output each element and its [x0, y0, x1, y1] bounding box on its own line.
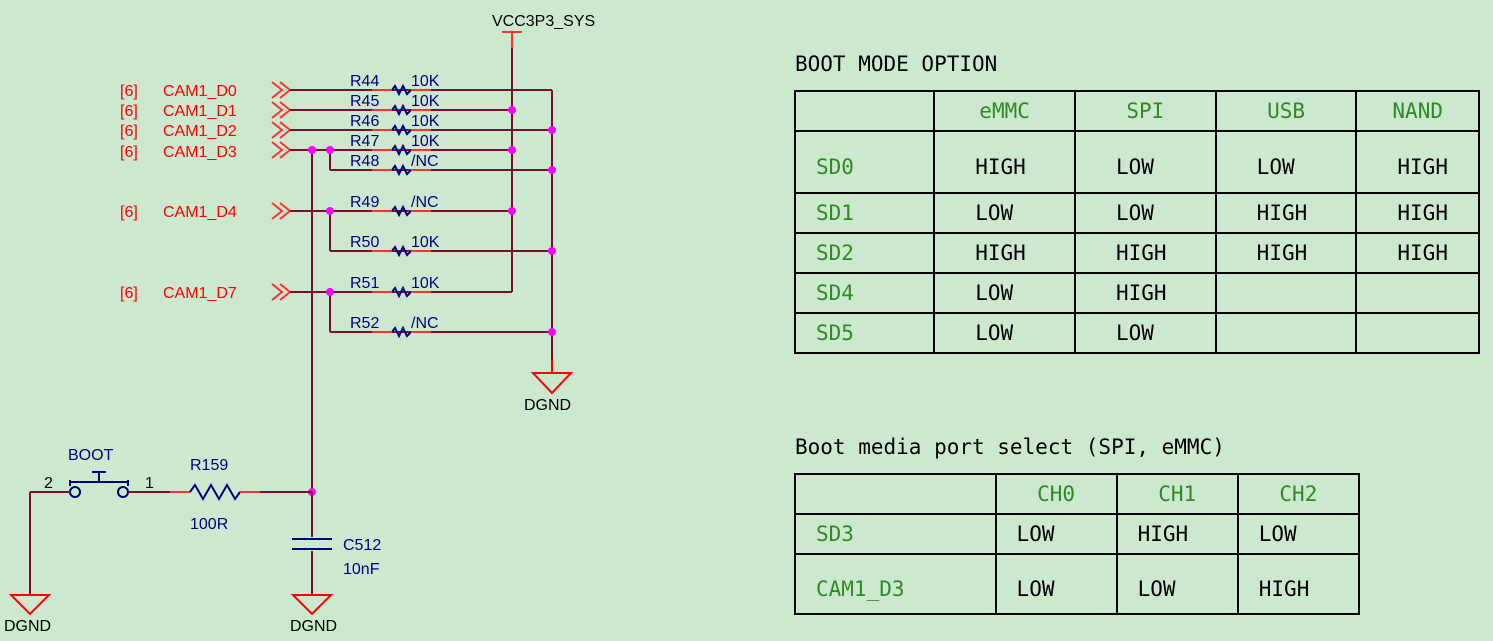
resistor-r49: R49 /NC [350, 194, 439, 211]
net-cam1-d2: [6] CAM1_D2 [120, 123, 237, 140]
ground-symbol-left [8, 594, 52, 616]
table-row: SD0 HIGH LOW LOW HIGH [793, 130, 1480, 194]
header-emmc: eMMC [933, 90, 1076, 132]
header-usb: USB [1214, 90, 1358, 132]
capacitor-c512: C512 10nF [343, 537, 381, 578]
net-cam1-d7: [6] CAM1_D7 [120, 285, 237, 302]
svg-text:[6]: [6] [120, 103, 138, 120]
svg-text:/NC: /NC [411, 315, 439, 332]
svg-text:R44: R44 [350, 73, 379, 90]
svg-text:10K: 10K [411, 234, 440, 251]
svg-text:C512: C512 [343, 537, 381, 554]
svg-text:CAM1_D1: CAM1_D1 [163, 103, 237, 120]
svg-text:CAM1_D7: CAM1_D7 [163, 285, 237, 302]
svg-text:2: 2 [44, 475, 53, 492]
gnd-label-right: DGND [524, 397, 571, 414]
table-header-row: eMMC SPI USB NAND [793, 90, 1480, 132]
header-nand: NAND [1355, 90, 1480, 132]
vcc-label: VCC3P3_SYS [492, 13, 595, 30]
resistor-r45: R45 10K [350, 93, 440, 110]
svg-text:R159: R159 [190, 457, 228, 474]
header-cell [794, 473, 997, 515]
svg-text:1: 1 [145, 475, 154, 492]
svg-text:/NC: /NC [411, 153, 439, 170]
svg-text:10K: 10K [411, 73, 440, 90]
svg-text:10K: 10K [411, 93, 440, 110]
port-select-table: CH0 CH1 CH2 SD3 LOW HIGH LOW CAM1_D3 LOW… [794, 473, 1361, 615]
svg-text:10K: 10K [411, 133, 440, 150]
svg-text:[6]: [6] [120, 83, 138, 100]
header-ch2: CH2 [1236, 473, 1361, 515]
table-row: SD1 LOW LOW HIGH HIGH [793, 192, 1480, 234]
svg-text:R45: R45 [350, 93, 379, 110]
svg-text:R48: R48 [350, 153, 379, 170]
svg-text:[6]: [6] [120, 123, 138, 140]
table-row: SD3 LOW HIGH LOW [794, 513, 1361, 555]
svg-text:[6]: [6] [120, 285, 138, 302]
svg-text:/NC: /NC [411, 194, 439, 211]
svg-text:CAM1_D2: CAM1_D2 [163, 123, 237, 140]
header-ch0: CH0 [994, 473, 1118, 515]
svg-text:R49: R49 [350, 194, 379, 211]
svg-text:CAM1_D0: CAM1_D0 [163, 83, 237, 100]
svg-text:R52: R52 [350, 315, 379, 332]
boot-mode-title: BOOT MODE OPTION [795, 52, 998, 76]
net-cam1-d0: [6] CAM1_D0 [120, 83, 237, 100]
header-spi: SPI [1073, 90, 1217, 132]
svg-text:100R: 100R [190, 516, 228, 533]
gnd-label-left: DGND [4, 618, 51, 635]
resistor-r47: R47 10K [350, 133, 440, 150]
header-ch1: CH1 [1115, 473, 1239, 515]
svg-text:CAM1_D4: CAM1_D4 [163, 204, 237, 221]
resistor-r51: R51 10K [350, 275, 440, 292]
svg-text:R46: R46 [350, 113, 379, 130]
gnd-label-middle: DGND [290, 618, 337, 635]
resistor-r44: R44 10K [350, 73, 440, 90]
resistor-r50: R50 10K [350, 234, 440, 251]
svg-text:10nF: 10nF [343, 561, 380, 578]
ground-symbol-right [530, 360, 574, 395]
svg-text:10K: 10K [411, 275, 440, 292]
table-header-row: CH0 CH1 CH2 [794, 473, 1361, 515]
boot-switch: BOOT 2 1 [44, 447, 154, 498]
svg-text:[6]: [6] [120, 144, 138, 161]
header-cell [793, 90, 936, 132]
net-cam1-d1: [6] CAM1_D1 [120, 103, 237, 120]
table-row: CAM1_D3 LOW LOW HIGH [794, 553, 1361, 615]
svg-text:R50: R50 [350, 234, 379, 251]
svg-text:R47: R47 [350, 133, 379, 150]
boot-mode-table: eMMC SPI USB NAND SD0 HIGH LOW LOW HIGH … [793, 90, 1480, 354]
table-row: SD5 LOW LOW [793, 312, 1480, 354]
net-cam1-d3: [6] CAM1_D3 [120, 144, 237, 161]
svg-text:CAM1_D3: CAM1_D3 [163, 144, 237, 161]
net-cam1-d4: [6] CAM1_D4 [120, 204, 237, 221]
svg-text:BOOT: BOOT [68, 447, 114, 464]
ground-symbol-middle [290, 594, 334, 616]
svg-text:10K: 10K [411, 113, 440, 130]
port-select-title: Boot media port select (SPI, eMMC) [795, 435, 1225, 459]
svg-text:R51: R51 [350, 275, 379, 292]
resistor-zigzags [391, 83, 412, 339]
table-row: SD2 HIGH HIGH HIGH HIGH [793, 232, 1480, 274]
resistor-r159: R159 100R [190, 457, 228, 533]
schematic-diagram: VCC3P3_SYS DGND [6] CAM1_D0 [6] CAM1_D1 … [4, 13, 595, 635]
table-row: SD4 LOW HIGH [793, 272, 1480, 314]
port-arrows [271, 81, 292, 301]
resistor-r46: R46 10K [350, 113, 440, 130]
resistor-r52: R52 /NC [350, 315, 439, 332]
svg-text:[6]: [6] [120, 204, 138, 221]
resistor-r48: R48 /NC [350, 153, 439, 170]
